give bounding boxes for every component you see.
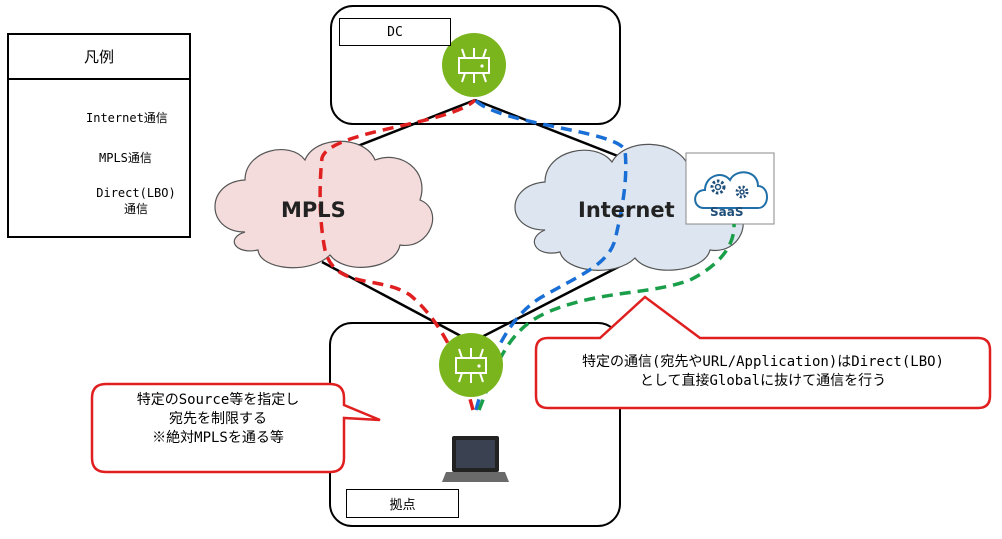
- mpls-cloud: [214, 140, 434, 269]
- left-callout-text: 特定のSource等を指定し 宛先を制限する ※絶対MPLSを通る等: [136, 392, 300, 446]
- gear-icon: [735, 185, 749, 199]
- dc-label: DC: [339, 18, 451, 46]
- right-callout-text: 特定の通信(宛先やURL/Application)はDirect(LBO) とし…: [581, 354, 944, 389]
- internet-traffic-path: [473, 98, 628, 411]
- mpls-traffic-path: [318, 98, 477, 411]
- saas-box: [685, 152, 775, 225]
- right-callout-bubble: [534, 295, 992, 410]
- legend: 凡例: [7, 33, 191, 238]
- dc-router-icon: [442, 33, 506, 97]
- laptop-icon: [442, 436, 509, 482]
- legend-title: 凡例: [9, 35, 189, 80]
- legend-direct-label: Direct(LBO) 通信: [96, 186, 176, 216]
- saas-label: SaaS: [710, 205, 744, 219]
- internet-cloud-label: Internet: [578, 198, 675, 222]
- direct-traffic-path: [477, 223, 736, 411]
- branch-label: 拠点: [346, 489, 459, 518]
- gear-icon: [710, 179, 726, 195]
- branch-router-icon: [439, 333, 503, 397]
- legend-mpls-label: MPLS通信: [99, 151, 152, 165]
- mpls-cloud-label: MPLS: [281, 198, 346, 222]
- legend-internet-label: Internet通信: [86, 111, 168, 125]
- saas-cloud-icon: [694, 171, 768, 209]
- left-callout-bubble: [90, 382, 381, 474]
